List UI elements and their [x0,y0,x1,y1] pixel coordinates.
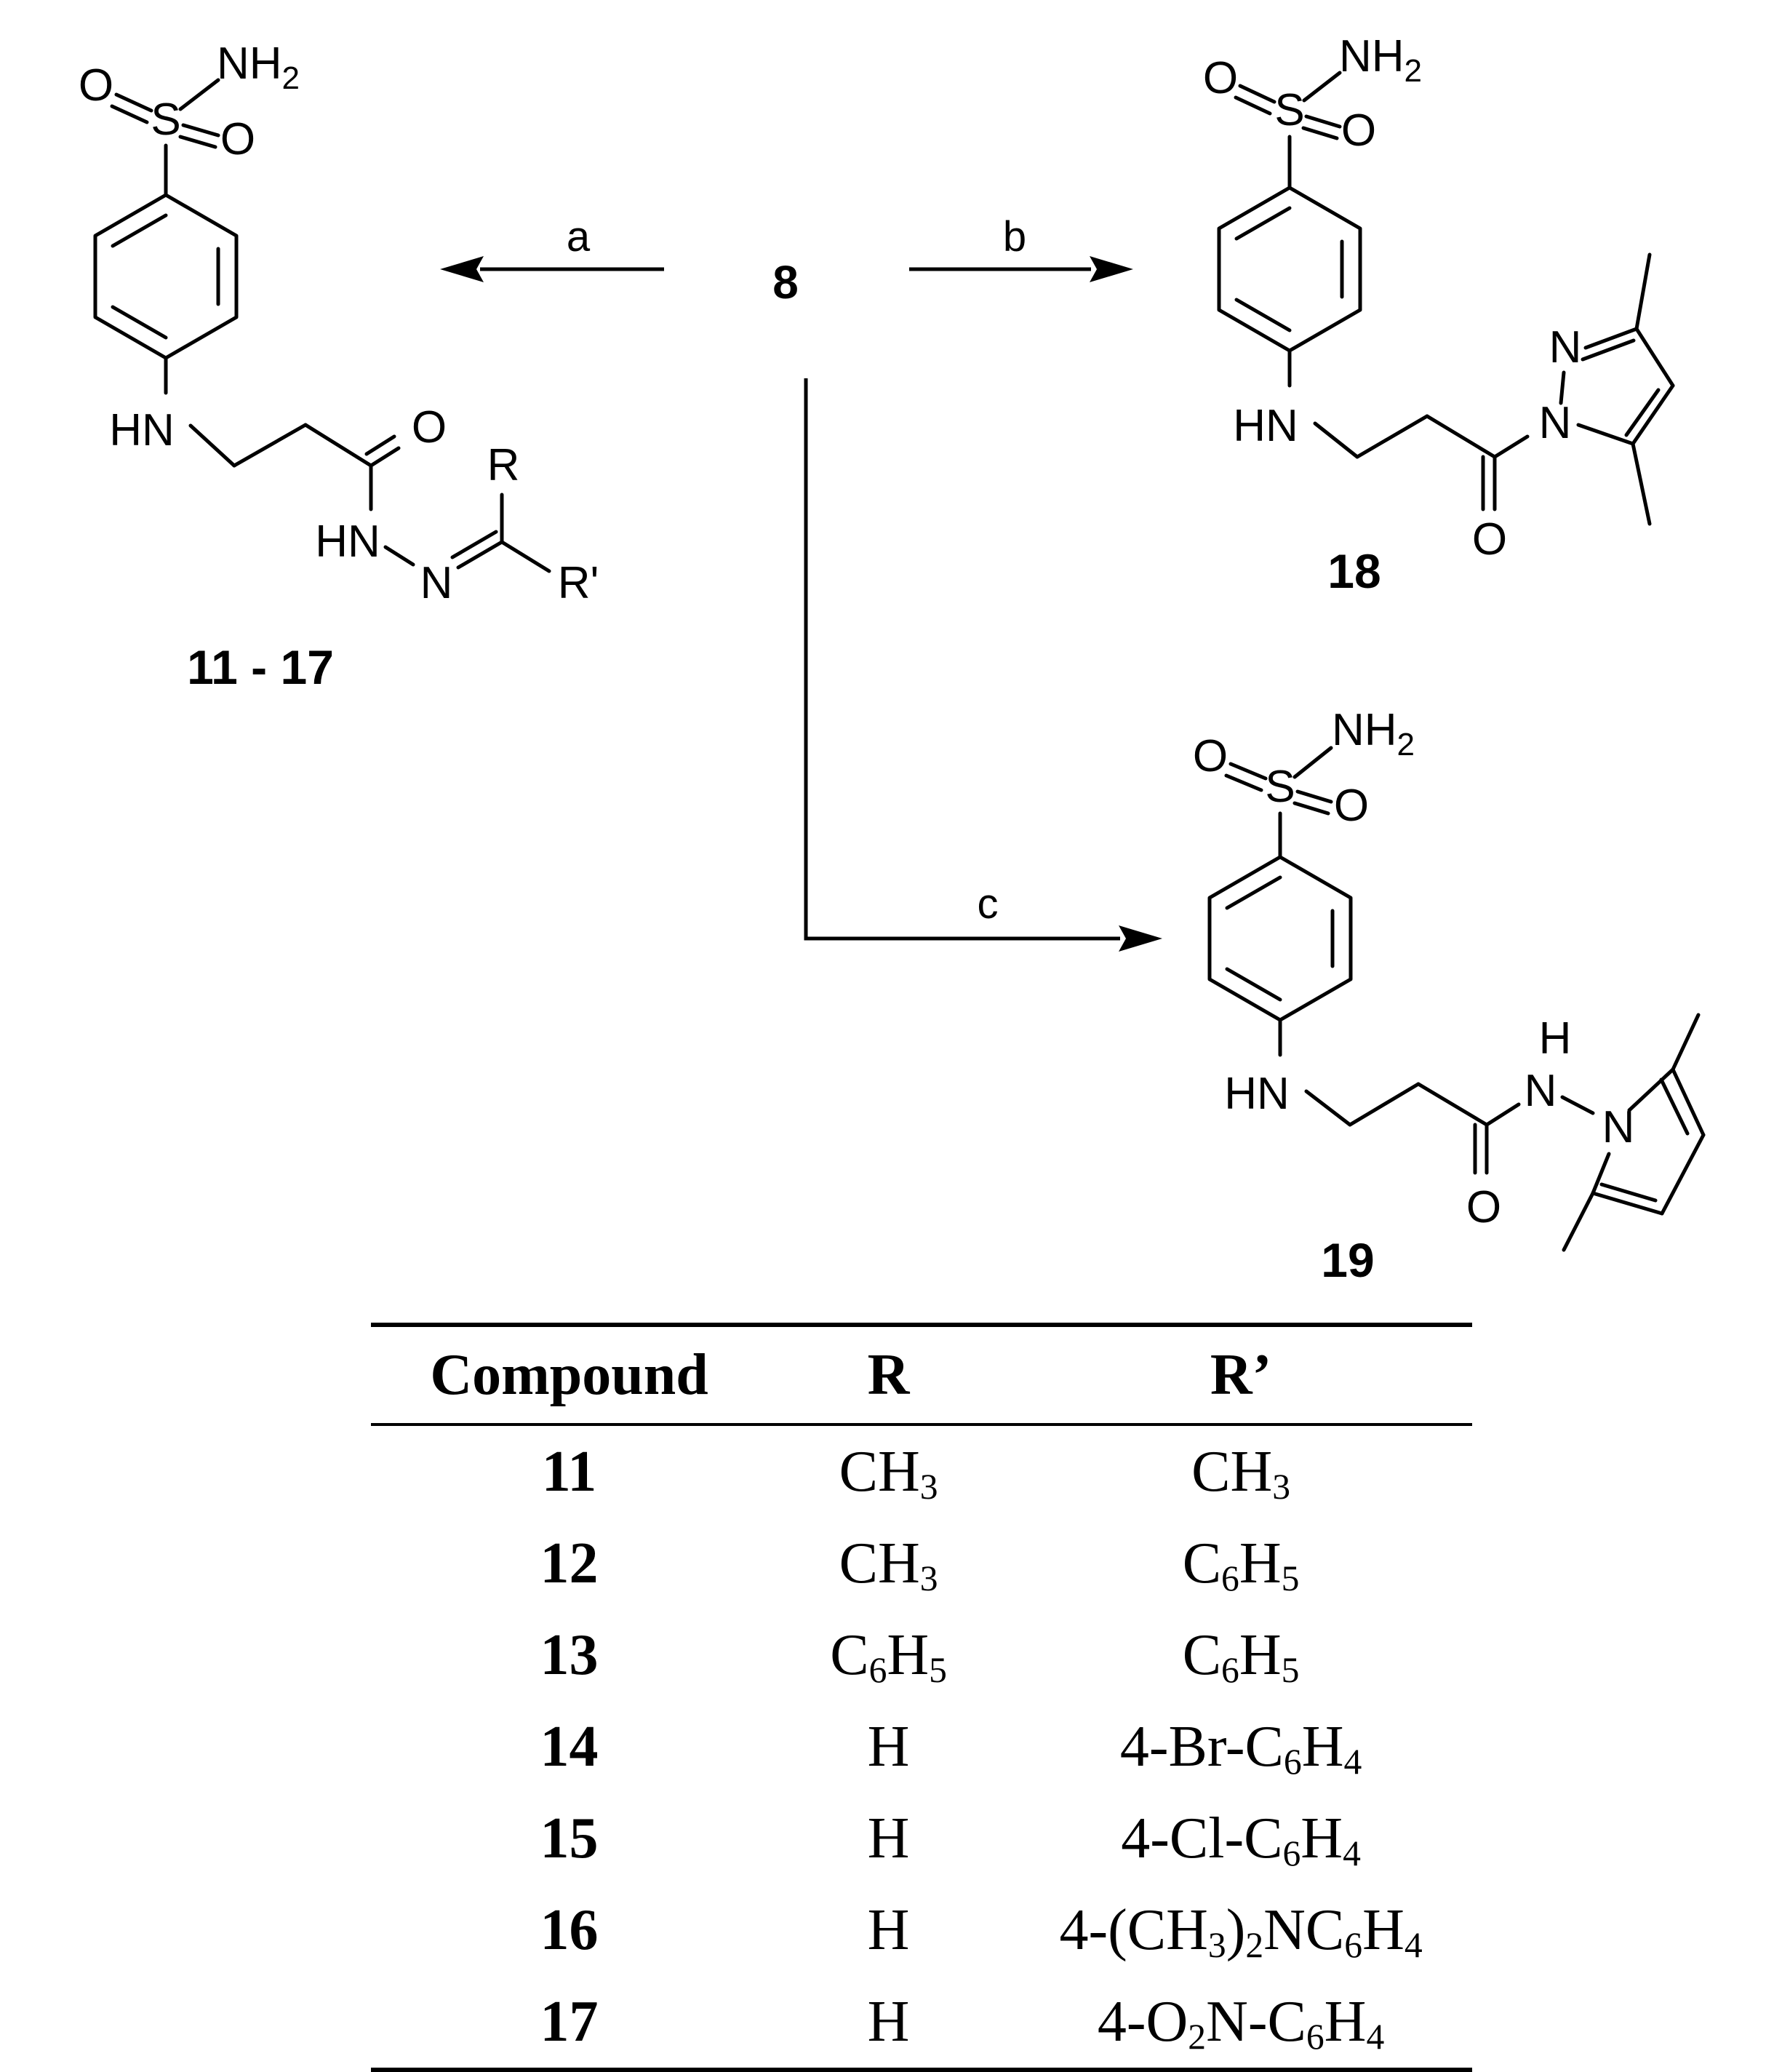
svg-text:H: H [1539,1013,1572,1064]
table-row: 16 H 4-(CH3)2NC6H4 [371,1884,1472,1976]
compound-cell: 14 [540,1714,599,1779]
svg-text:N: N [420,558,453,608]
compound-cell: 13 [540,1622,599,1687]
arrow-c: c [804,378,1162,952]
svg-text:N: N [1549,322,1582,372]
compound-cell: 17 [540,1989,599,2054]
table-row: 12 CH3 C6H5 [371,1518,1472,1609]
col-header-r-prime: R’ [1210,1342,1272,1407]
svg-text:O: O [1341,105,1376,156]
svg-text:N: N [1525,1066,1557,1116]
col-header-compound: Compound [430,1342,708,1407]
r-prime-cell: C6H5 [1182,1622,1300,1690]
table-header-row: Compound R R’ [371,1325,1472,1424]
compound-number-11-17: 11 - 17 [187,640,334,694]
r-prime-cell: 4-(CH3)2NC6H4 [1059,1897,1423,1965]
svg-text:O: O [1203,53,1238,103]
svg-text:HN: HN [1224,1069,1290,1119]
r-cell: H [867,1806,910,1870]
r-prime-cell: CH3 [1191,1439,1291,1507]
step-label-a: a [567,213,591,260]
r-cell: CH3 [839,1531,938,1598]
r-prime-cell: 4-Cl-C6H4 [1121,1806,1361,1873]
arrow-a: a [440,213,664,282]
r-prime-cell: C6H5 [1182,1531,1300,1598]
r-cell: H [867,1714,910,1779]
svg-text:R': R' [558,558,599,608]
reaction-scheme: a b c 8 S O O NH2 HN O [79,31,1706,1287]
svg-text:HN: HN [1233,401,1298,451]
compound-number-19: 19 [1321,1233,1374,1287]
r-prime-cell: 4-O2N-C6H4 [1097,1989,1385,2057]
svg-text:HN: HN [109,405,175,455]
r-cell: C6H5 [830,1622,947,1690]
svg-text:O: O [412,402,447,453]
svg-text:O: O [79,60,113,111]
svg-text:O: O [1193,731,1228,781]
svg-text:NH2: NH2 [1332,705,1415,762]
svg-text:NH2: NH2 [1339,31,1422,89]
compound-cell: 11 [541,1439,597,1504]
arrow-b: b [909,213,1133,282]
svg-text:S: S [1274,85,1304,135]
r-cell: H [867,1989,910,2054]
table-row: 17 H 4-O2N-C6H4 [371,1976,1472,2070]
compound-cell: 16 [540,1897,599,1962]
table-row: 11 CH3 CH3 [371,1424,1472,1518]
step-label-b: b [1003,213,1026,260]
svg-text:S: S [151,95,180,145]
table-row: 14 H 4-Br-C6H4 [371,1701,1472,1793]
table-row: 13 C6H5 C6H5 [371,1609,1472,1701]
svg-text:R: R [487,440,520,490]
svg-text:S: S [1265,762,1295,812]
svg-text:O: O [1466,1182,1501,1232]
svg-text:O: O [1334,781,1369,831]
svg-text:O: O [220,114,255,164]
col-header-r: R [867,1342,910,1407]
svg-text:O: O [1472,514,1507,565]
compound-number-18: 18 [1327,544,1381,598]
compound-number-8: 8 [772,256,799,308]
r-cell: CH3 [839,1439,938,1507]
structure-18: S O O NH2 HN O N N [1203,31,1675,565]
compound-cell: 15 [540,1806,599,1870]
structure-19: S O O NH2 HN O N H N [1193,705,1706,1252]
r-prime-cell: 4-Br-C6H4 [1119,1714,1362,1782]
svg-text:N: N [1539,398,1572,448]
table-row: 15 H 4-Cl-C6H4 [371,1793,1472,1884]
compound-cell: 12 [540,1531,599,1595]
svg-text:HN: HN [315,517,380,567]
svg-text:NH2: NH2 [217,39,300,96]
r-cell: H [867,1897,910,1962]
structure-11-17: S O O NH2 HN O HN N R R' [79,39,599,608]
step-label-c: c [978,880,999,928]
